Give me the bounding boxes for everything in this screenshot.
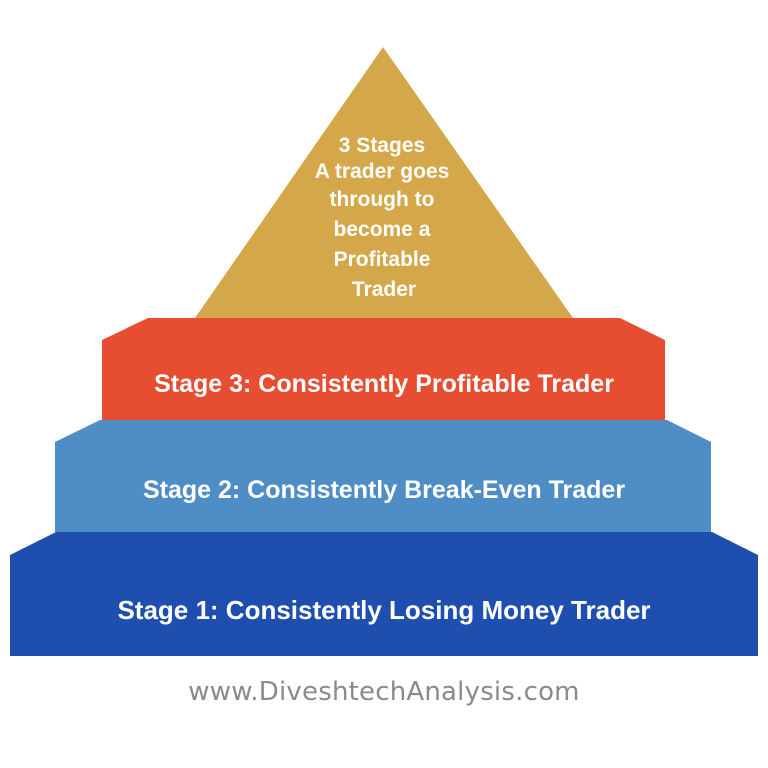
stage-1-label: Stage 1: Consistently Losing Money Trade… [117, 595, 650, 625]
stage-2-label: Stage 2: Consistently Break-Even Trader [143, 476, 625, 504]
apex-line: through to [330, 188, 435, 211]
stage-3-tier [102, 318, 665, 420]
apex-text: 3 Stages A trader goes through to become… [315, 134, 454, 301]
apex-line: Profitable [334, 248, 431, 271]
website-url: www.DiveshtechAnalysis.com [188, 677, 580, 707]
stage-1-tier [10, 532, 758, 656]
apex-line: 3 Stages [339, 134, 425, 157]
apex-line: Trader [352, 278, 416, 301]
stage-2-tier [55, 420, 711, 532]
apex-line: A trader goes [315, 160, 450, 183]
apex-triangle [195, 47, 573, 318]
apex-line: become a [334, 218, 431, 241]
stage-3-label: Stage 3: Consistently Profitable Trader [154, 370, 614, 398]
